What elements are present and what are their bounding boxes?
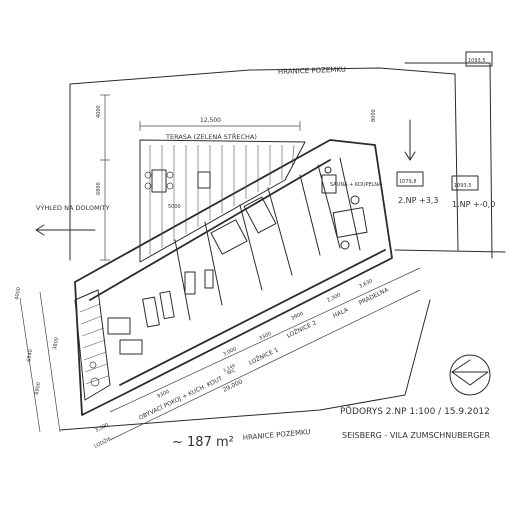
dim-terrace-width: 12,500 [200, 117, 221, 124]
hall-label: HALA [332, 306, 350, 320]
dim-left-outer-c: 6900 [34, 382, 42, 396]
interior-rooms [174, 157, 368, 321]
dim-site-height: 8000 [371, 109, 377, 122]
living-furniture [107, 269, 214, 355]
plan-subtitle: SEISBERG - VILA ZUMSCHNUBERGER [342, 431, 490, 440]
dim-left-mid: 6800 [96, 182, 102, 195]
dim-laundry: 3,630 [358, 278, 374, 290]
north-compass [449, 354, 491, 396]
level-markers [396, 51, 493, 191]
left-strip [74, 289, 111, 401]
dim-level-a: 1079,8 [399, 179, 417, 185]
living-label: OBÝVACÍ POKOJ + KUCH. KOUT [138, 375, 224, 422]
dim-hall-left: 3,300 [94, 422, 110, 434]
level-arrow [404, 119, 416, 161]
dim-level-b: 1093,5 [454, 183, 472, 189]
dim-living: 9300 [156, 389, 170, 400]
wc-label: WC [226, 367, 237, 376]
dim-hall: 2,300 [326, 292, 342, 304]
dim-left-outer-d: 6540 [26, 349, 34, 363]
dim-small-a: 1,140 [222, 363, 236, 374]
plan-title: PŮDORYS 2.NP 1:100 / 15.9.2012 [340, 405, 490, 417]
dim-right-box: 1093,5 [468, 58, 486, 64]
floor2-level-label: 2.NP +3,3 [398, 196, 438, 205]
dim-room1: 3300 [258, 331, 272, 342]
dimension-lines [19, 94, 421, 441]
view-label: VÝHLED NA DOLOMITY [36, 203, 110, 212]
floor1-level-label: 1.NP +-0,0 [452, 200, 495, 209]
boundary-top-label: HRANICE POZEMKU [278, 66, 346, 76]
dim-left-outer-a: 4000 [14, 287, 22, 301]
site-boundary [59, 62, 506, 431]
dim-left-top: 4000 [96, 105, 102, 118]
hall-left-label: LODŽIE [92, 435, 112, 450]
area-label: ~ 187 m² [172, 435, 234, 450]
building-outline [74, 139, 393, 416]
terrace-area [139, 139, 306, 263]
dim-wc: 3,000 [222, 346, 238, 358]
view-arrow [35, 224, 96, 236]
terrace-label: TERASA (ZELENÁ STŘECHA) [165, 132, 257, 141]
dim-room2: 3900 [290, 311, 304, 322]
sauna-label: SAUNA + KOUPELNA [330, 182, 382, 188]
room1-label: LOŽNICE 1 [247, 346, 279, 367]
room2-label: LOŽNICE 2 [285, 319, 317, 340]
boundary-bottom-label: HRANICE POZEMKU [242, 428, 310, 442]
dim-terrace-depth: 5000 [168, 204, 181, 210]
dim-left-outer-b: 3800 [52, 337, 60, 351]
